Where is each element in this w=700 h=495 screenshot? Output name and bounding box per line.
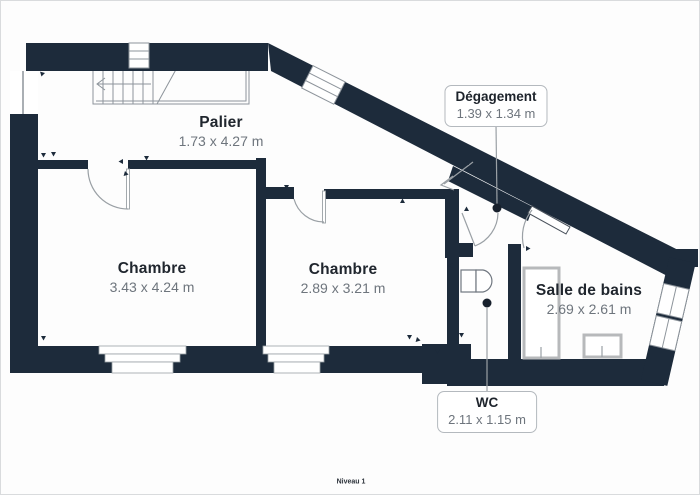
wall-left [10,114,38,373]
wall-bottom-chambres [10,346,471,373]
sink-icon [582,333,623,359]
callout-dimensions: 1.39 x 1.34 m [456,106,536,122]
wall-chambre1-top-right [128,160,259,169]
window-above-stairs [128,42,150,69]
door-chambre2 [293,190,326,224]
callout-degagement: Dégagement 1.39 x 1.34 m [444,85,548,127]
wall-chambre-partition [256,158,266,346]
room-dimensions: 2.89 x 3.21 m [300,280,386,297]
wall-markers [40,71,531,354]
room-label-chambre-1: Chambre 3.43 x 4.24 m [110,259,195,297]
wall-degagement-notch [448,166,533,221]
room-dimensions: 3.43 x 4.24 m [109,279,195,296]
room-dimensions: 1.73 x 4.27 m [178,133,264,150]
room-label-salle-de-bains: Salle de bains 2.69 x 2.61 m [536,281,642,319]
window-chambre2-south [262,345,330,374]
room-name: Chambre [308,261,378,279]
shower-icon [522,266,561,360]
wall-diagonal [268,43,696,281]
window-diagonal-wall [301,65,346,105]
callout-wc: WC 2.11 x 1.15 m [437,391,537,433]
stair-direction-arrow-icon [96,77,106,91]
callout-leaders [486,123,498,392]
fixtures [460,266,623,360]
wall-wc-west-lower [447,257,459,373]
wall-wc-west-upper [445,192,459,258]
degagement-anchor-dot [492,203,502,213]
callout-name: Dégagement [455,89,537,104]
callout-dimensions: 2.11 x 1.15 m [448,412,526,428]
door-bathroom [521,205,571,249]
wall-chambre2-top-left [266,187,294,199]
wall-chambre1-top-left [38,160,88,169]
room-label-palier: Palier 1.73 x 4.27 m [179,113,264,151]
room-name: Salle de bains [535,282,643,300]
doors [87,161,571,249]
callout-name: WC [475,395,499,410]
wall-east-slanted [640,257,696,386]
door-chambre1 [87,168,130,210]
door-swing-palier [439,161,474,191]
wall-wc-bathroom-partition [508,244,521,373]
window-chambre1-south [98,345,187,374]
window-left-wall [10,71,38,114]
room-dimensions: 2.69 x 2.61 m [546,301,632,318]
room-name: Palier [199,114,243,132]
room-label-chambre-2: Chambre 2.89 x 3.21 m [301,260,386,298]
room-name: Chambre [117,260,187,278]
toilet-icon [460,269,493,293]
stair-inner-edge [96,67,247,102]
windows [10,42,346,374]
level-label: Niveau 1 [336,478,366,486]
wc-anchor-dot [482,298,492,308]
leader-degagement [495,123,498,205]
door-wc [461,212,499,247]
wall-wc-pier [445,243,473,257]
wall-bottom-wc [447,347,674,386]
wall-chambre2-top-right [324,189,459,199]
